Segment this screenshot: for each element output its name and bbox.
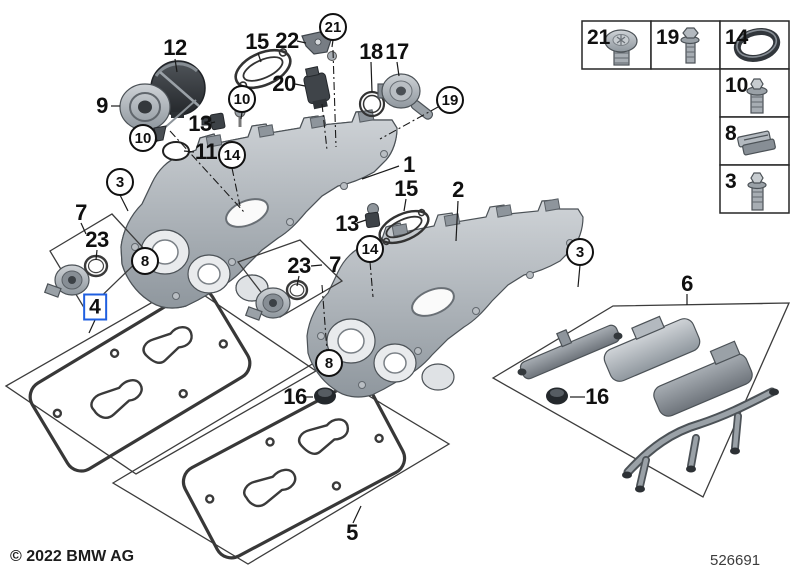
torx-screw-icon bbox=[604, 29, 638, 66]
callout-12[interactable]: 12 bbox=[163, 35, 187, 60]
spring-clip-icon bbox=[737, 130, 776, 156]
callout-1[interactable]: 1 bbox=[403, 152, 415, 177]
legend-cell-19[interactable]: 19 bbox=[656, 26, 680, 49]
callout-14-a[interactable]: 14 bbox=[218, 141, 246, 169]
flange-bolt-icon bbox=[746, 78, 768, 114]
callout-7-b[interactable]: 7 bbox=[329, 252, 341, 277]
callout-22[interactable]: 22 bbox=[275, 28, 299, 53]
callout-21[interactable]: 21 bbox=[319, 13, 347, 41]
vanos-part-7a-group[interactable] bbox=[43, 213, 148, 313]
callout-3-b[interactable]: 3 bbox=[566, 238, 594, 266]
callout-16-a[interactable]: 16 bbox=[283, 384, 307, 409]
callout-13-b[interactable]: 13 bbox=[335, 211, 359, 236]
legend-cell-3[interactable]: 3 bbox=[725, 170, 737, 193]
cable-cover-6-group[interactable] bbox=[491, 302, 791, 498]
callout-20[interactable]: 20 bbox=[272, 71, 296, 96]
gasket-5-outline-box bbox=[111, 362, 451, 565]
callout-3-a[interactable]: 3 bbox=[106, 168, 134, 196]
legend-cell-14[interactable]: 14 bbox=[725, 26, 749, 49]
wiring-harness-drawing bbox=[622, 387, 779, 493]
callout-6[interactable]: 6 bbox=[681, 271, 693, 296]
legend-cell-21[interactable]: 21 bbox=[587, 26, 611, 49]
hex-bolt-icon bbox=[680, 27, 700, 64]
filler-neck-17-drawing[interactable] bbox=[377, 73, 434, 121]
callout-18[interactable]: 18 bbox=[359, 39, 383, 64]
profile-gasket-15a-drawing[interactable] bbox=[230, 43, 296, 96]
callout-2[interactable]: 2 bbox=[452, 177, 464, 202]
copyright-text: © 2022 BMW AG bbox=[10, 548, 135, 565]
callout-15-b[interactable]: 15 bbox=[394, 176, 418, 201]
sensor-13b-drawing[interactable] bbox=[364, 203, 381, 229]
leader-lines bbox=[80, 39, 688, 524]
callout-10-a[interactable]: 10 bbox=[129, 124, 157, 152]
callout-7-a[interactable]: 7 bbox=[75, 200, 87, 225]
callout-16-b[interactable]: 16 bbox=[585, 384, 609, 409]
legend-cell-10[interactable]: 10 bbox=[725, 74, 749, 97]
sensor-20-drawing[interactable] bbox=[302, 65, 332, 110]
callout-10-b[interactable]: 10 bbox=[228, 85, 256, 113]
callout-14-b[interactable]: 14 bbox=[356, 235, 384, 263]
callout-23-b[interactable]: 23 bbox=[287, 253, 311, 278]
callout-9[interactable]: 9 bbox=[96, 93, 108, 118]
callout-17[interactable]: 17 bbox=[385, 39, 409, 64]
profile-gasket-15b-drawing[interactable] bbox=[375, 205, 433, 250]
o-ring-icon bbox=[733, 27, 781, 63]
valve-cover-gasket-4-drawing bbox=[28, 287, 252, 473]
grommet-16b-drawing[interactable] bbox=[546, 387, 568, 405]
legend-cell-8[interactable]: 8 bbox=[725, 122, 737, 145]
callout-5[interactable]: 5 bbox=[346, 520, 358, 545]
grommet-16a-drawing[interactable] bbox=[314, 387, 336, 405]
diagram-number-text: 526691 bbox=[710, 552, 761, 569]
flange-bolt-long-icon bbox=[747, 172, 767, 211]
callout-19[interactable]: 19 bbox=[436, 86, 464, 114]
callout-8-a[interactable]: 8 bbox=[131, 247, 159, 275]
callout-8-b[interactable]: 8 bbox=[315, 349, 343, 377]
callout-11[interactable]: 11 bbox=[194, 139, 218, 164]
callout-15-a[interactable]: 15 bbox=[245, 29, 269, 54]
callout-4-selected[interactable]: 4 bbox=[83, 293, 107, 321]
callout-13-a[interactable]: 13 bbox=[188, 111, 212, 136]
callout-23-a[interactable]: 23 bbox=[85, 227, 109, 252]
valve-cover-gasket-5-drawing bbox=[181, 380, 407, 560]
